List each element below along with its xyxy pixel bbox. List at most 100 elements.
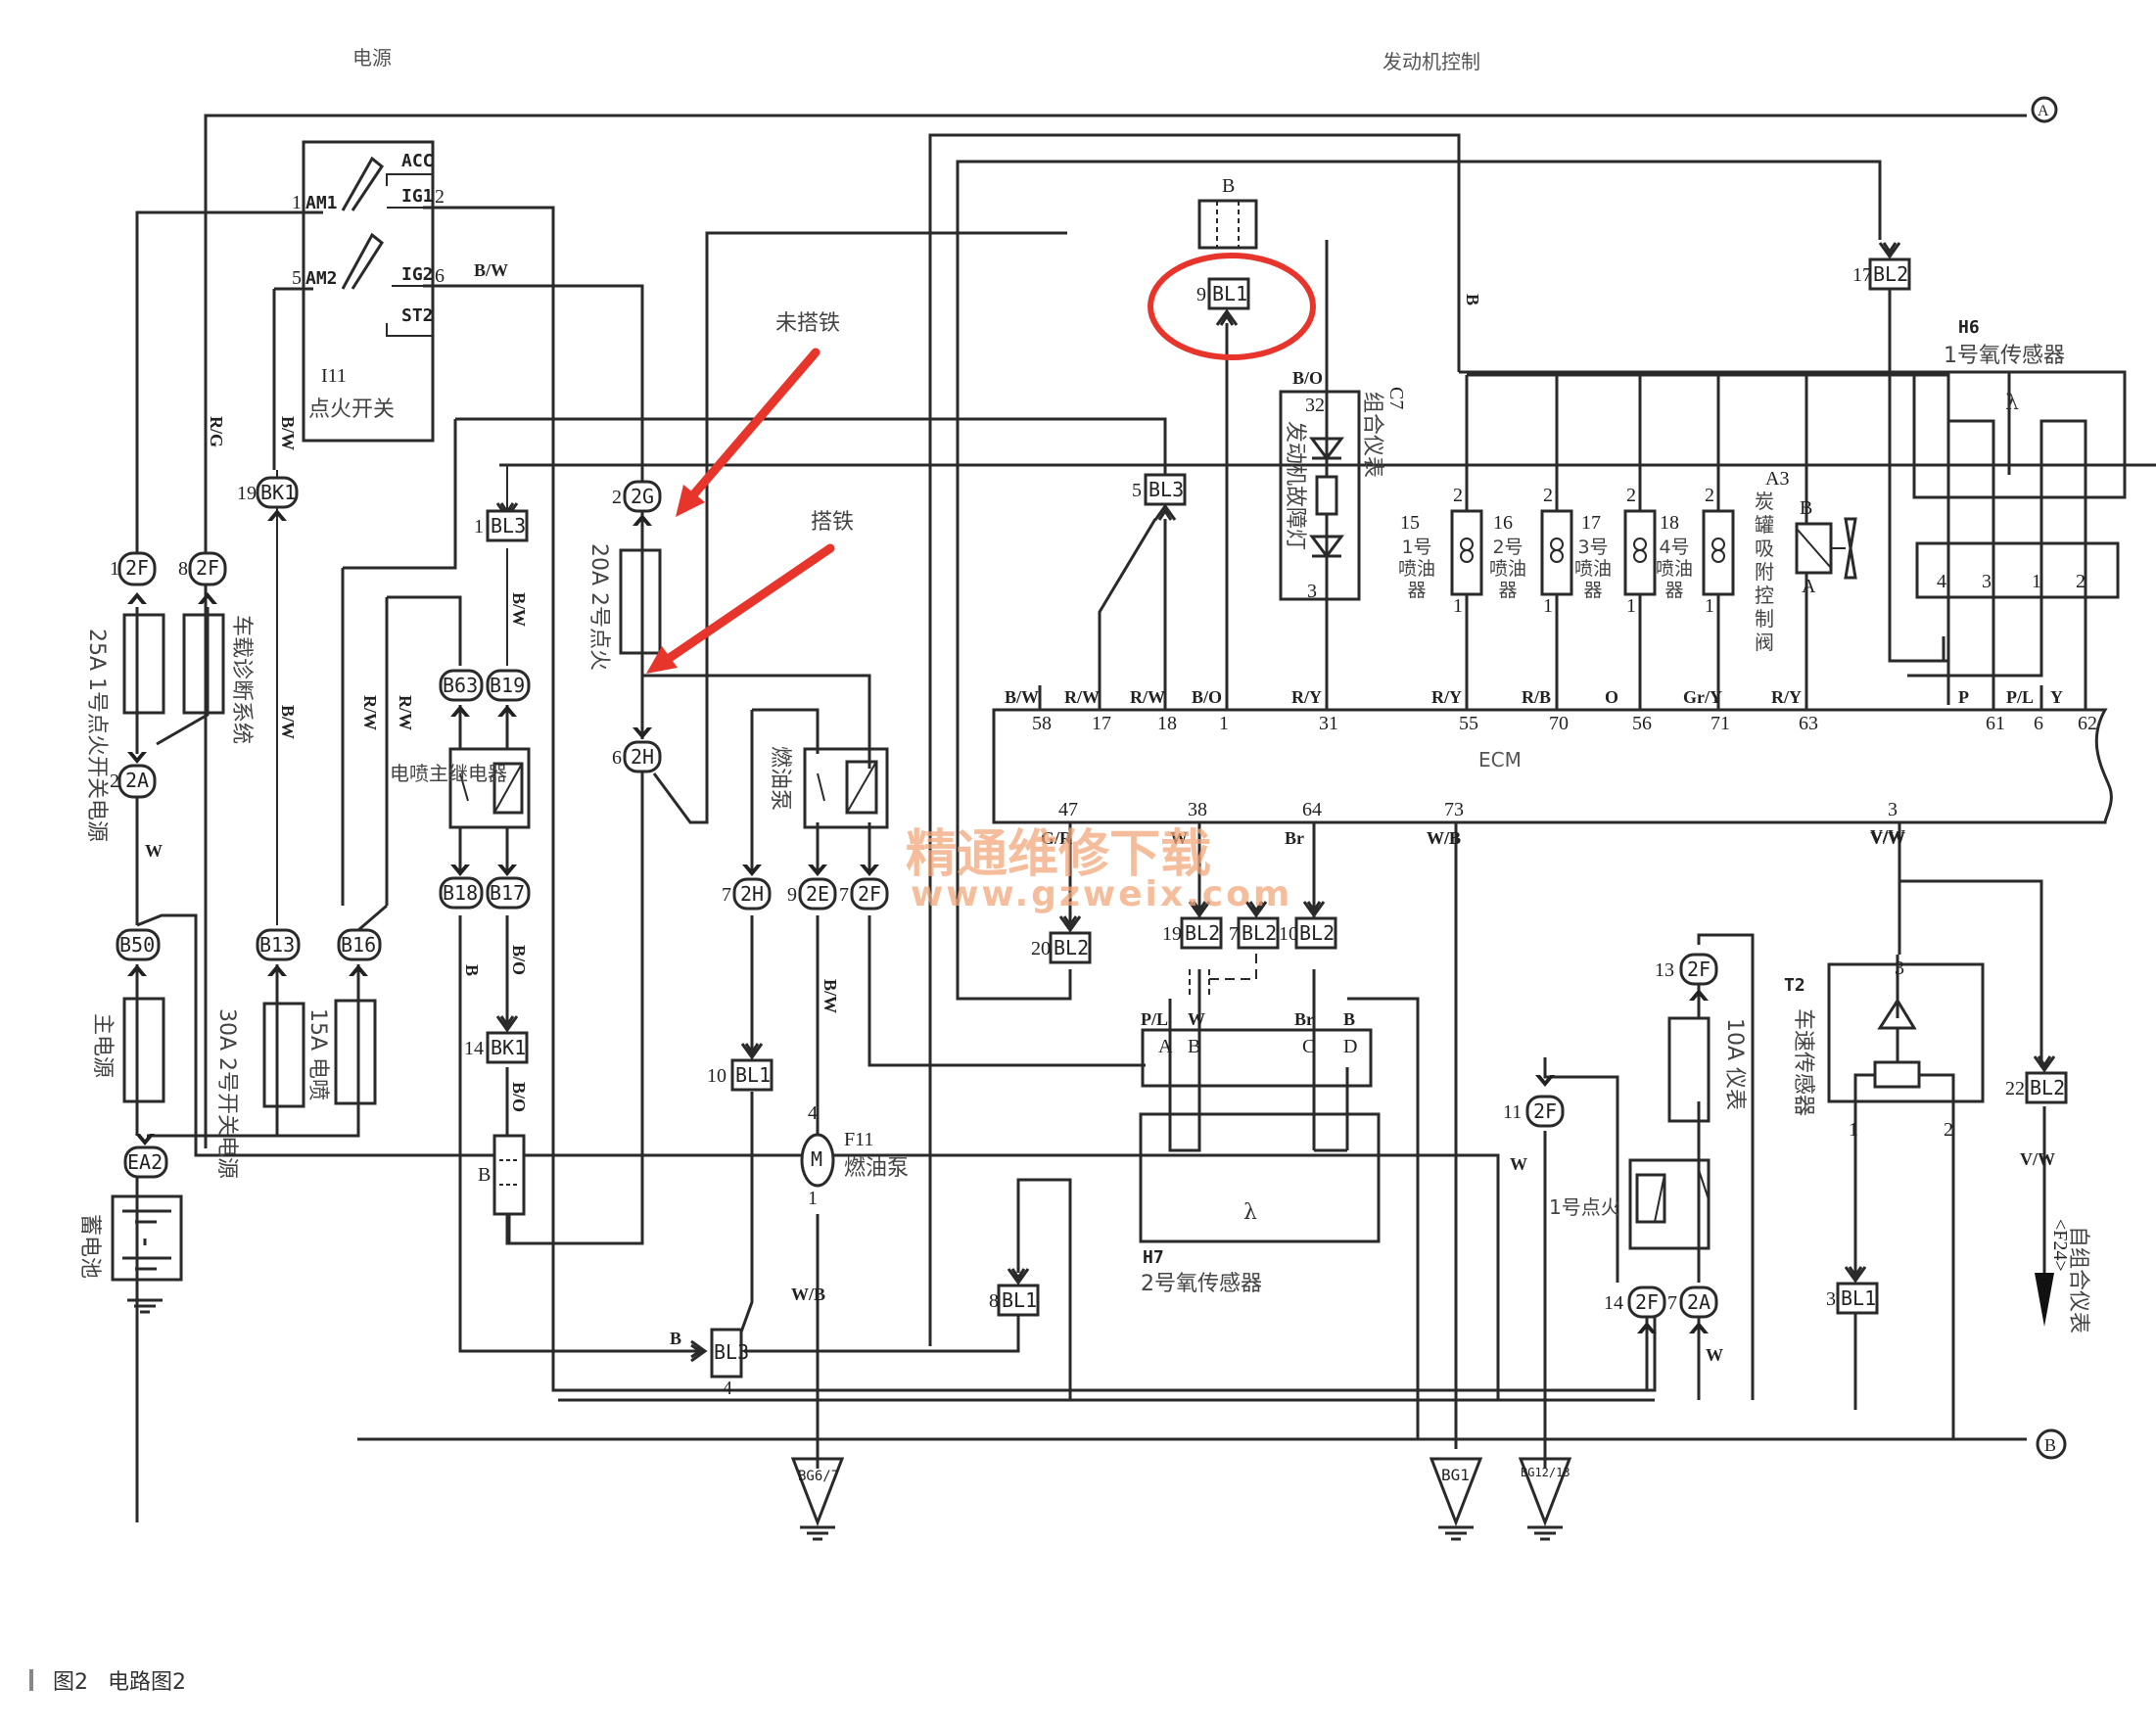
ecm-pin-63: 63 <box>1799 713 1818 734</box>
pin-am2: 5 <box>292 267 302 289</box>
ecm: ECM <box>992 708 2113 824</box>
svg-text:W/B: W/B <box>791 1285 825 1304</box>
svg-text:BL2: BL2 <box>1242 921 1277 945</box>
svg-text:10: 10 <box>707 1065 726 1087</box>
svg-text:W: W <box>1510 1154 1527 1174</box>
junction-B-top: B <box>1197 175 1258 250</box>
terminal-am2: AM2 <box>305 268 338 289</box>
connector-B18: B18 <box>439 865 484 910</box>
o2-sensor-1: λ 4 3 1 2 H6 <box>1912 317 2127 599</box>
connector-9-2E: 2E9 <box>787 865 837 911</box>
svg-text:BL1: BL1 <box>735 1063 771 1087</box>
connector-2-2G: 2G2 <box>612 480 662 526</box>
svg-text:2H: 2H <box>631 745 654 769</box>
watermark-cn: 精通维修下载 <box>906 825 1211 884</box>
svg-text:20: 20 <box>1031 938 1051 959</box>
svg-text:B: B <box>1343 1009 1355 1029</box>
svg-text:R/G: R/G <box>207 416 226 447</box>
ecm-label: ECM <box>1478 748 1522 771</box>
svg-text:1: 1 <box>110 558 119 580</box>
ecm-pin-1: 1 <box>1219 713 1229 734</box>
svg-text:B: B <box>1463 294 1482 305</box>
connector-2-2A: 2A 2 <box>110 752 157 799</box>
ecm-wire-1: B/O <box>1192 687 1222 707</box>
connector-EA2: EA2 <box>123 1134 168 1179</box>
grounds: BG6/7 BG1 BG12/13 <box>790 1457 1572 1541</box>
connector-B50: B50 <box>116 928 161 976</box>
efi-relay-label: 电喷主继电器 <box>390 762 507 785</box>
svg-text:B/W: B/W <box>509 592 529 627</box>
ground-bg12-13: BG12/13 <box>1518 1457 1572 1541</box>
pin-ig1: 2 <box>435 186 445 208</box>
terminal-ig2: IG2 <box>401 264 434 285</box>
svg-text:1: 1 <box>1543 595 1553 617</box>
combination-meter: 32 3 B/O <box>1279 368 1361 602</box>
ecm-top-pins: 58B/W17R/W18R/W1B/O31R/Y55R/Y70R/B56O71G… <box>1005 685 2097 734</box>
svg-text:2G: 2G <box>631 485 654 508</box>
svg-text:M: M <box>811 1147 822 1171</box>
connector-10-BL1: BL1 10 <box>707 1042 773 1092</box>
annotation-not-grounded: 未搭铁 <box>775 311 840 336</box>
fuse-10a-label: 10A 仪表 <box>1722 1018 1747 1110</box>
junction-B-left: B <box>478 1134 526 1216</box>
connector-B19: B19 <box>486 669 531 717</box>
ecm-pin-6: 6 <box>2034 713 2043 734</box>
svg-text:2: 2 <box>2076 571 2086 592</box>
svg-text:7: 7 <box>722 884 731 906</box>
fuses <box>122 548 1711 1123</box>
svg-text:3: 3 <box>1895 958 1904 979</box>
injector-3-label: 3号喷油器 <box>1573 537 1612 601</box>
svg-text:2: 2 <box>110 771 119 792</box>
svg-text:2A: 2A <box>125 769 149 792</box>
svg-text:H6: H6 <box>1958 317 1980 338</box>
svg-text:14: 14 <box>464 1038 484 1059</box>
annotation-grounded: 搭铁 <box>811 510 854 535</box>
svg-text:1: 1 <box>808 1188 818 1209</box>
ecm-wire-64: Br <box>1285 828 1304 848</box>
svg-text:V/W: V/W <box>1870 826 1905 846</box>
fuse-15a-label: 15A 电喷 <box>305 1008 330 1100</box>
svg-text:C: C <box>1302 1036 1315 1057</box>
svg-text:BL3: BL3 <box>491 514 526 538</box>
svg-text:22: 22 <box>2005 1078 2025 1099</box>
svg-text:R/W: R/W <box>360 695 380 730</box>
svg-text:8: 8 <box>178 558 188 580</box>
ecm-pin-18: 18 <box>1157 713 1177 734</box>
fuse-20a-label: 20A 2号点火 <box>586 543 611 671</box>
connector-7-2F: 2F7 <box>839 865 889 911</box>
svg-text:3: 3 <box>1307 581 1317 602</box>
connector-B13: B13 <box>256 928 301 976</box>
injector-labels: 1号喷油器 2号喷油器 3号喷油器 4号喷油器 <box>1398 537 1693 601</box>
svg-text:6: 6 <box>612 747 622 769</box>
svg-text:1: 1 <box>1453 595 1463 617</box>
svg-text:W/B: W/B <box>1427 828 1461 848</box>
svg-text:1: 1 <box>1849 1119 1858 1141</box>
connector-7-2A: 2A7 <box>1667 1286 1718 1333</box>
svg-text:BK1: BK1 <box>491 1036 526 1059</box>
ecm-wire-18: R/W <box>1130 687 1165 707</box>
svg-text:1: 1 <box>1626 595 1636 617</box>
svg-text:B: B <box>478 1164 491 1186</box>
svg-text:2F: 2F <box>125 556 149 580</box>
svg-text:P/L: P/L <box>1141 1009 1168 1029</box>
pin-am1: 1 <box>292 192 302 213</box>
ecm-pin-61: 61 <box>1986 713 2005 734</box>
section-power: 电源 <box>352 46 392 70</box>
svg-text:8: 8 <box>989 1290 999 1312</box>
fuel-pump-relay-label: 燃油泵 <box>768 746 792 811</box>
svg-text:R/W: R/W <box>396 695 415 730</box>
caption-bar <box>29 1669 33 1691</box>
fuse-main-label: 主电源 <box>90 1013 115 1078</box>
svg-text:B18: B18 <box>443 881 478 905</box>
ignition-switch-name: 点火开关 <box>308 397 395 422</box>
svg-text:Br: Br <box>1294 1009 1314 1029</box>
svg-text:BL2: BL2 <box>2030 1076 2065 1099</box>
ecm-wire-17: R/W <box>1064 687 1100 707</box>
svg-text:2F: 2F <box>1635 1290 1659 1314</box>
ignition-relay-1 <box>1628 1158 1711 1250</box>
